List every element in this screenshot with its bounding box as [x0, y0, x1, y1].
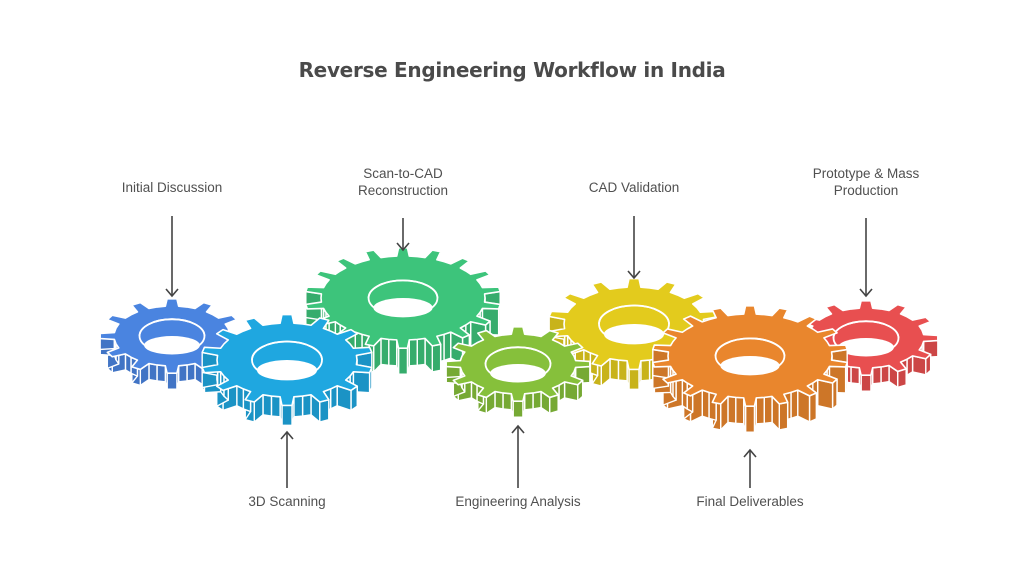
step-label-cad-validation: CAD Validation: [589, 180, 680, 195]
gear-side: [640, 359, 651, 382]
gear-side: [293, 395, 304, 418]
step-label-line: Initial Discussion: [122, 180, 223, 195]
gear-side: [763, 395, 773, 425]
arrow-down-icon: [396, 218, 410, 252]
arrow-head: [280, 430, 294, 440]
gear-side: [735, 396, 745, 425]
gear-hole: [490, 364, 546, 383]
step-label-scan-to-cad: Scan-to-CAD Reconstruction: [358, 166, 448, 198]
arrows-layer: [165, 216, 873, 488]
gear-side: [778, 401, 789, 431]
step-label-line: Prototype & Mass: [813, 166, 920, 181]
gear-side: [156, 364, 167, 383]
gear-side: [816, 379, 834, 410]
gear-side: [166, 372, 178, 390]
step-label-final-deliverables: Final Deliverables: [696, 494, 804, 509]
gear-side: [502, 392, 513, 411]
arrow-up-icon: [511, 424, 525, 488]
step-label-line: CAD Validation: [589, 180, 680, 195]
gear-side: [532, 390, 542, 410]
gear-side: [431, 343, 442, 373]
gear-icon: [201, 313, 373, 427]
step-label-line: Engineering Analysis: [455, 494, 581, 509]
gear-side: [380, 337, 390, 367]
step-label-line: Final Deliverables: [696, 494, 804, 509]
arrow-up-icon: [743, 448, 757, 488]
gear-side: [177, 364, 188, 383]
gear-hole-edge: [484, 346, 552, 365]
gear-side: [416, 337, 426, 367]
gear-side: [443, 331, 452, 362]
gear-side: [512, 400, 524, 418]
gear-side: [701, 389, 710, 420]
gear-side: [186, 362, 196, 382]
step-label-line: 3D Scanning: [248, 494, 325, 509]
gear-side: [388, 338, 398, 367]
gears-layer: [99, 247, 939, 433]
arrow-head: [859, 288, 873, 298]
gear-hole-edge: [367, 279, 439, 299]
gear-hole: [144, 336, 200, 355]
arrow-head: [627, 270, 641, 280]
gear-side: [628, 368, 640, 391]
gear-side: [871, 366, 882, 385]
arrow-up-icon: [280, 430, 294, 488]
gear-hole: [720, 356, 780, 376]
step-label-engineering-analysis: Engineering Analysis: [455, 494, 581, 509]
gear-icon: [652, 305, 848, 433]
gear-side: [609, 358, 620, 381]
gear-side: [727, 395, 737, 425]
gear-side: [494, 390, 504, 410]
gear-hole-edge: [598, 304, 670, 325]
gear-side: [397, 347, 409, 375]
gear-side: [270, 395, 281, 418]
gear-side: [755, 396, 765, 425]
gear-icon: [445, 326, 591, 418]
gear-hole: [603, 324, 665, 345]
gear-hole-edge: [832, 320, 900, 339]
gear-side: [744, 405, 756, 433]
gear-side: [262, 394, 273, 417]
gear-side: [860, 374, 872, 392]
gear-side: [523, 392, 534, 411]
gear-hole-edge: [138, 318, 206, 337]
gear-hole-edge: [251, 340, 323, 361]
arrow-head: [396, 242, 410, 252]
arrow-head: [743, 448, 757, 458]
gear-side: [617, 359, 628, 382]
gear-side: [281, 404, 293, 427]
gear-side: [880, 364, 890, 384]
gear-side: [301, 394, 312, 417]
step-label-line: Reconstruction: [358, 183, 448, 198]
arrow-down-icon: [165, 216, 179, 298]
step-label-3d-scanning: 3D Scanning: [248, 494, 325, 509]
gear-hole: [256, 360, 318, 381]
gear-hole: [373, 298, 433, 318]
gear-side: [850, 366, 861, 385]
gear-hole-edge: [714, 337, 786, 357]
arrow-down-icon: [859, 218, 873, 298]
arrow-down-icon: [627, 216, 641, 280]
gear-side: [148, 362, 158, 382]
step-label-line: Scan-to-CAD: [363, 166, 443, 181]
gear-side: [790, 389, 799, 420]
arrow-head: [511, 424, 525, 434]
gear-side: [319, 399, 330, 423]
diagram-title: Reverse Engineering Workflow in India: [298, 58, 726, 82]
arrow-head: [165, 288, 179, 298]
gear-side: [408, 338, 418, 367]
labels-layer: Initial Discussion 3D Scanning Scan-to-CAD…: [122, 166, 920, 509]
gear-hole: [838, 338, 894, 357]
step-label-line: Production: [834, 183, 899, 198]
gear-side: [808, 392, 818, 423]
step-label-initial-discussion: Initial Discussion: [122, 180, 223, 195]
